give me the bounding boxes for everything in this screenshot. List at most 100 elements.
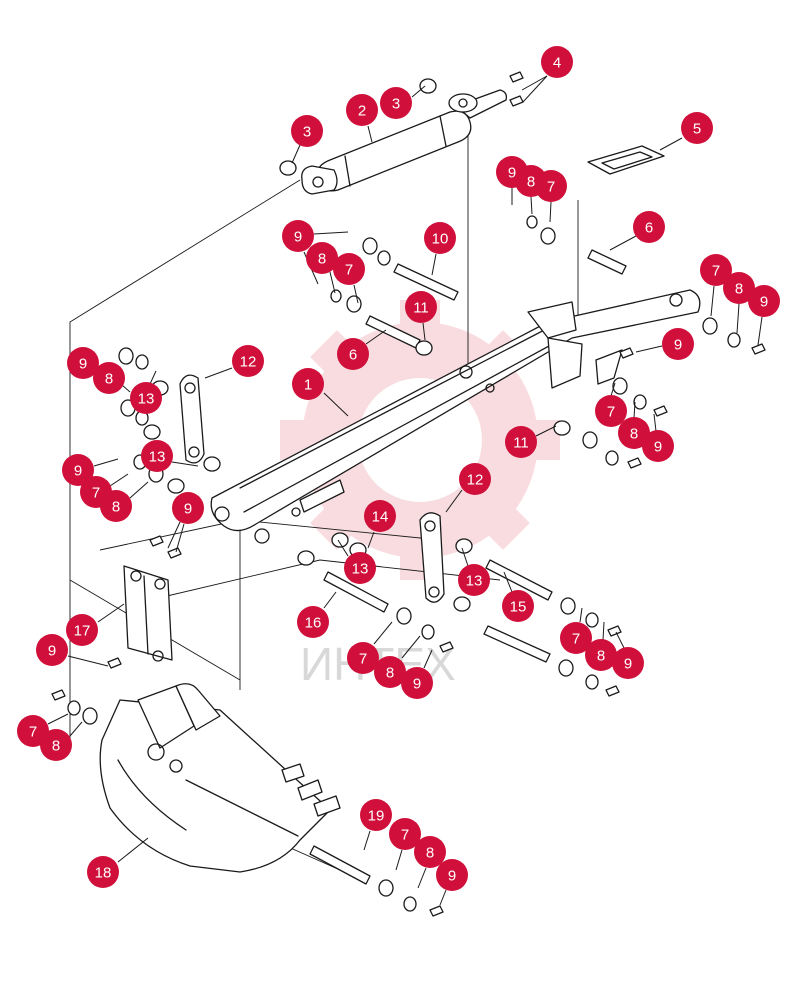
callout-18: 18 bbox=[87, 837, 149, 888]
callout-6: 6 bbox=[337, 329, 387, 370]
callout-number: 9 bbox=[624, 656, 632, 673]
callout-11: 11 bbox=[405, 291, 437, 341]
callout-disc bbox=[535, 170, 567, 202]
callout-number: 14 bbox=[372, 509, 389, 526]
callout-disc bbox=[360, 799, 392, 831]
callout-leader-line bbox=[757, 316, 763, 346]
callout-number: 9 bbox=[448, 868, 456, 885]
callout-number: 8 bbox=[105, 371, 113, 388]
callout-number: 7 bbox=[359, 651, 367, 668]
callout-leader-line bbox=[659, 137, 683, 151]
callout-disc bbox=[67, 347, 99, 379]
callout-8: 8 bbox=[93, 362, 131, 394]
callout-number: 7 bbox=[29, 724, 37, 741]
callout-7: 7 bbox=[333, 253, 365, 304]
callout-disc bbox=[333, 253, 365, 285]
pins bbox=[309, 249, 627, 885]
callout-number: 13 bbox=[138, 391, 155, 408]
callout-number: 8 bbox=[386, 665, 394, 682]
callout-leader-line bbox=[522, 75, 548, 103]
callout-number: 8 bbox=[597, 648, 605, 665]
callout-leader-line bbox=[521, 75, 548, 91]
callout-9: 9 bbox=[436, 859, 468, 906]
callout-disc bbox=[130, 382, 162, 414]
callout-disc bbox=[141, 440, 173, 472]
callout-disc bbox=[612, 647, 644, 679]
callout-5: 5 bbox=[659, 112, 713, 151]
callout-disc bbox=[414, 836, 446, 868]
callout-disc bbox=[232, 345, 264, 377]
callout-leader-line bbox=[395, 849, 403, 871]
callout-10: 10 bbox=[424, 222, 456, 276]
callout-disc bbox=[62, 454, 94, 486]
callout-number: 7 bbox=[547, 179, 555, 196]
callout-number: 6 bbox=[645, 220, 653, 237]
callout-leader-line bbox=[97, 603, 125, 623]
callout-number: 1 bbox=[304, 377, 312, 394]
bucket-link-bracket bbox=[123, 565, 173, 662]
callout-leader-line bbox=[549, 201, 552, 223]
callout-7: 7 bbox=[560, 607, 592, 654]
callout-number: 9 bbox=[674, 337, 682, 354]
callout-leader-line bbox=[69, 721, 83, 737]
callout-16: 16 bbox=[297, 591, 337, 638]
callout-disc bbox=[292, 368, 324, 400]
callout-disc bbox=[459, 463, 491, 495]
callout-number: 9 bbox=[508, 165, 516, 182]
callout-8: 8 bbox=[723, 272, 755, 334]
callout-number: 8 bbox=[52, 738, 60, 755]
callout-disc bbox=[642, 430, 674, 462]
callout-8: 8 bbox=[585, 621, 617, 671]
callout-leader-line bbox=[710, 285, 715, 317]
callout-disc bbox=[723, 272, 755, 304]
callout-leader-line bbox=[602, 621, 605, 641]
callout-number: 7 bbox=[92, 485, 100, 502]
callout-leader-line bbox=[323, 392, 349, 417]
callout-leader-line bbox=[129, 481, 149, 499]
callout-number: 11 bbox=[513, 435, 529, 452]
callout-number: 9 bbox=[654, 439, 662, 456]
callout-1: 1 bbox=[292, 368, 349, 417]
callout-disc bbox=[389, 818, 421, 850]
callout-number: 7 bbox=[345, 262, 353, 279]
callout-leader-line bbox=[445, 489, 463, 513]
callout-disc bbox=[405, 291, 437, 323]
callout-leader-line bbox=[109, 473, 129, 487]
callout-disc bbox=[306, 242, 338, 274]
callout-leader-line bbox=[329, 271, 336, 294]
callout-leader-line bbox=[117, 837, 149, 863]
callout-number: 16 bbox=[305, 615, 322, 632]
callout-disc bbox=[364, 500, 396, 532]
callout-number: 19 bbox=[368, 808, 385, 825]
callout-9: 9 bbox=[36, 634, 109, 667]
callout-leader-line bbox=[323, 591, 337, 609]
callout-number: 9 bbox=[760, 294, 768, 311]
callout-disc bbox=[424, 222, 456, 254]
callout-leader-line bbox=[204, 367, 233, 379]
callout-leader-line bbox=[530, 196, 533, 215]
callout-disc bbox=[337, 338, 369, 370]
callout-disc bbox=[458, 564, 490, 596]
callout-7: 7 bbox=[389, 818, 421, 871]
callout-leader-line bbox=[149, 370, 157, 385]
callout-leader-line bbox=[401, 635, 421, 659]
callout-number: 12 bbox=[240, 354, 257, 371]
callout-disc bbox=[633, 211, 665, 243]
callout-leader-line bbox=[461, 547, 469, 567]
callout-number: 8 bbox=[318, 251, 326, 268]
callout-disc bbox=[36, 634, 68, 666]
callout-number: 8 bbox=[426, 845, 434, 862]
callout-number: 17 bbox=[74, 623, 91, 640]
callout-number: 10 bbox=[432, 231, 449, 248]
callout-disc bbox=[66, 614, 98, 646]
callout-number: 9 bbox=[413, 676, 421, 693]
callout-number: 8 bbox=[735, 281, 743, 298]
callout-7: 7 bbox=[17, 713, 69, 747]
callout-9: 9 bbox=[642, 413, 674, 462]
callout-number: 2 bbox=[358, 103, 366, 120]
callout-disc bbox=[172, 492, 204, 524]
callout-leader-line bbox=[313, 231, 349, 235]
callout-19: 19 bbox=[360, 799, 392, 851]
callout-leader-line bbox=[431, 253, 437, 276]
callout-number: 5 bbox=[693, 121, 701, 138]
